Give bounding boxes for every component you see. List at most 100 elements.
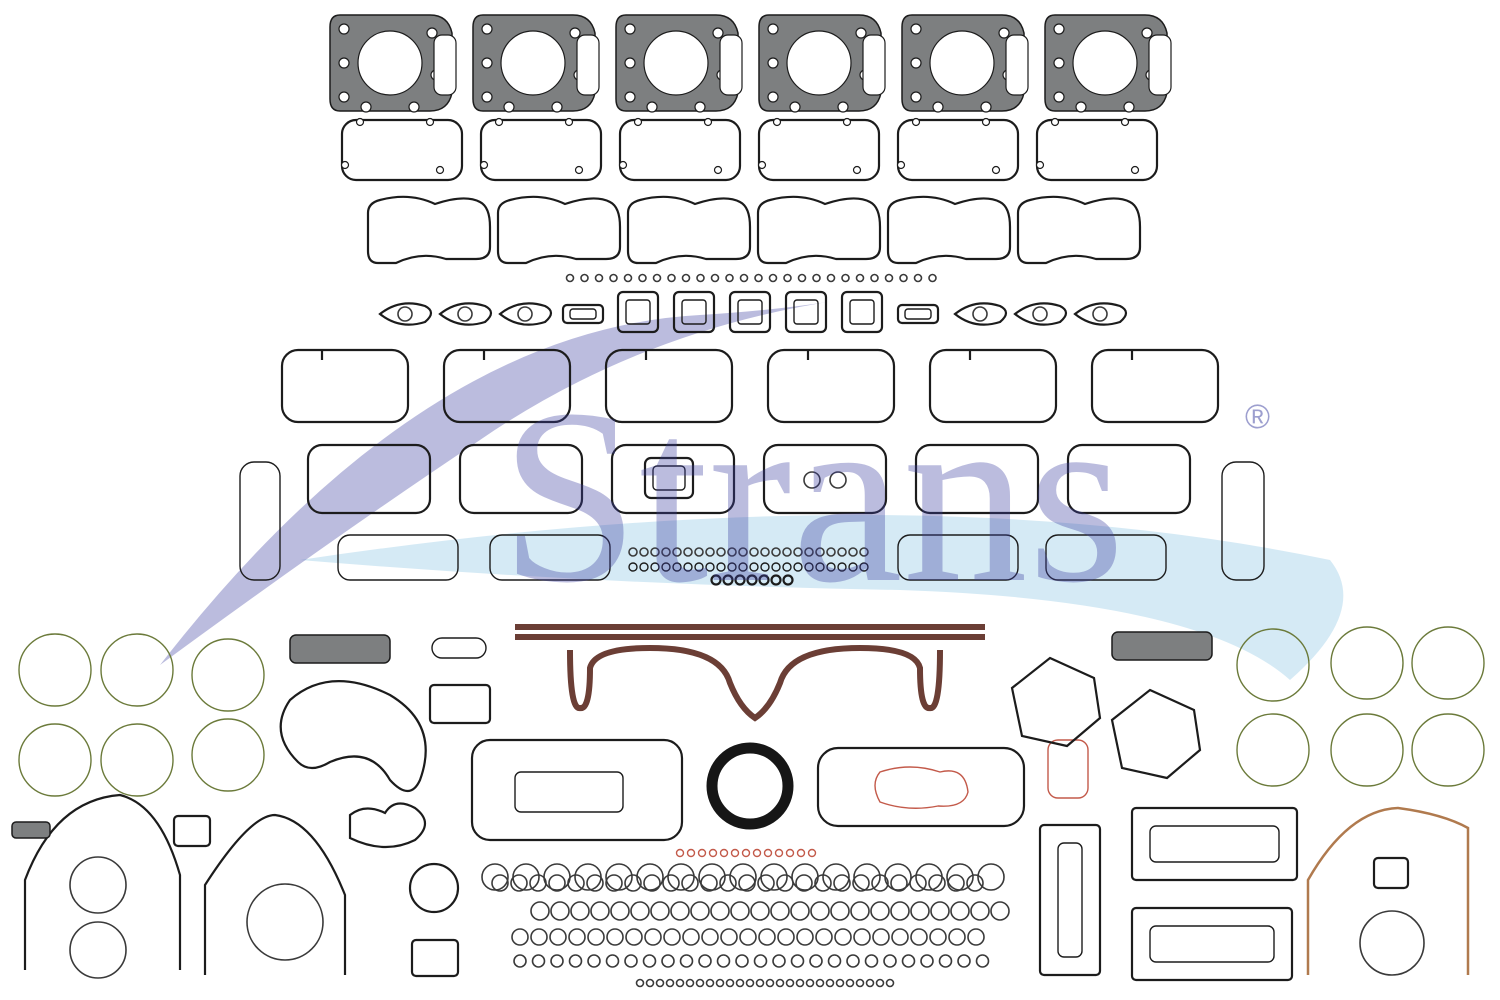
gasket-outline xyxy=(816,746,1026,828)
bore-opening xyxy=(929,30,995,96)
bolt-hole xyxy=(1053,23,1065,35)
small-o-ring xyxy=(725,978,735,988)
gasket-outline xyxy=(340,118,464,182)
small-o-ring xyxy=(549,928,567,946)
gasket-outline xyxy=(239,461,281,581)
gasket-outline xyxy=(914,443,1040,515)
gasket-outline xyxy=(928,348,1058,424)
bolt-hole xyxy=(896,160,906,170)
small-o-ring xyxy=(815,978,825,988)
liner-o-ring xyxy=(1236,628,1310,702)
small-o-ring xyxy=(805,978,815,988)
gasket-outline xyxy=(672,290,716,334)
small-o-ring xyxy=(661,954,675,968)
small-o-ring xyxy=(771,562,781,572)
gasket-outline xyxy=(410,938,460,978)
small-o-ring xyxy=(715,978,725,988)
gasket-outline xyxy=(757,118,881,182)
small-o-ring xyxy=(859,547,869,557)
thin-cover-gasket xyxy=(1045,534,1167,581)
small-o-ring xyxy=(661,547,671,557)
gasket-outline xyxy=(728,290,772,334)
small-o-ring xyxy=(928,874,946,892)
small-o-ring xyxy=(975,954,990,968)
small-o-ring xyxy=(829,471,847,489)
gasket-outline xyxy=(784,290,828,334)
cylinder-head-gasket xyxy=(615,14,743,113)
bolt-hole xyxy=(767,23,779,35)
small-o-ring xyxy=(810,901,830,921)
ring xyxy=(69,921,127,979)
inner-port xyxy=(904,308,932,320)
small-o-ring xyxy=(705,547,715,557)
small-o-ring xyxy=(655,978,665,988)
small-o-ring xyxy=(667,863,695,891)
bolt-hole xyxy=(624,23,636,35)
gasket-outline xyxy=(1090,348,1220,424)
liner-o-ring xyxy=(1411,626,1485,700)
gasket-outline xyxy=(756,195,882,265)
side-cover-gasket xyxy=(239,461,281,581)
rectangular-gasket xyxy=(1130,806,1299,882)
small-o-ring xyxy=(745,978,755,988)
small-o-ring xyxy=(793,562,803,572)
small-o-ring xyxy=(700,874,718,892)
small-o-ring xyxy=(899,273,908,283)
coolant-slot xyxy=(1148,34,1172,96)
small-o-ring xyxy=(815,547,825,557)
bolt-hole xyxy=(338,23,350,35)
small-o-ring xyxy=(795,978,805,988)
bolt-hole xyxy=(1053,91,1065,103)
ring xyxy=(69,856,127,914)
cover-gasket xyxy=(914,443,1040,515)
cylinder-head-gasket xyxy=(472,14,600,113)
small-gasket xyxy=(11,821,51,839)
valve-cover-gasket xyxy=(1035,117,1159,182)
small-o-ring xyxy=(739,273,749,283)
gasket-outline xyxy=(337,534,459,581)
gasket-outline xyxy=(479,118,603,182)
small-o-ring xyxy=(977,863,1005,891)
gasket-outline xyxy=(618,118,742,182)
small-o-ring xyxy=(749,547,759,557)
small-o-ring xyxy=(682,928,700,946)
small-o-ring xyxy=(734,574,746,586)
bolt-hole xyxy=(624,91,636,103)
gasket-outline xyxy=(1130,906,1294,982)
small-o-ring xyxy=(774,848,784,858)
small-o-ring xyxy=(846,954,860,968)
bore-opening xyxy=(1072,30,1138,96)
inner-port xyxy=(652,465,686,491)
small-o-ring xyxy=(770,574,782,586)
small-o-ring xyxy=(623,273,633,283)
small-o-ring xyxy=(760,547,770,557)
small-o-ring xyxy=(883,954,897,968)
pan-rail xyxy=(515,624,985,640)
gasket-outline xyxy=(1111,631,1213,661)
small-o-ring xyxy=(590,901,610,921)
side-cover-gasket xyxy=(1221,461,1265,581)
inner-port xyxy=(737,299,763,325)
bolt-hole xyxy=(355,117,365,127)
small-o-ring xyxy=(758,574,770,586)
small-o-ring xyxy=(672,562,682,572)
gasket-outline xyxy=(1035,118,1159,182)
liner-o-ring xyxy=(100,723,174,797)
watermark-brand-text: Strans xyxy=(500,358,1125,635)
bolt-hole xyxy=(981,117,991,127)
small-o-ring xyxy=(782,574,794,586)
plate-gasket xyxy=(289,634,391,664)
small-o-ring xyxy=(696,273,705,283)
bore-opening xyxy=(357,30,423,96)
port-hole xyxy=(1032,306,1048,322)
hex-gasket xyxy=(1010,656,1102,748)
bolt-hole xyxy=(998,27,1010,39)
inner-port xyxy=(569,308,597,320)
bolt-hole xyxy=(338,91,350,103)
small-o-ring xyxy=(852,874,870,892)
bolt-hole xyxy=(338,57,350,69)
gasket-parts xyxy=(11,14,1485,988)
small-o-ring xyxy=(645,978,655,988)
inner-red-gasket xyxy=(874,766,969,809)
small-o-ring xyxy=(797,273,807,283)
